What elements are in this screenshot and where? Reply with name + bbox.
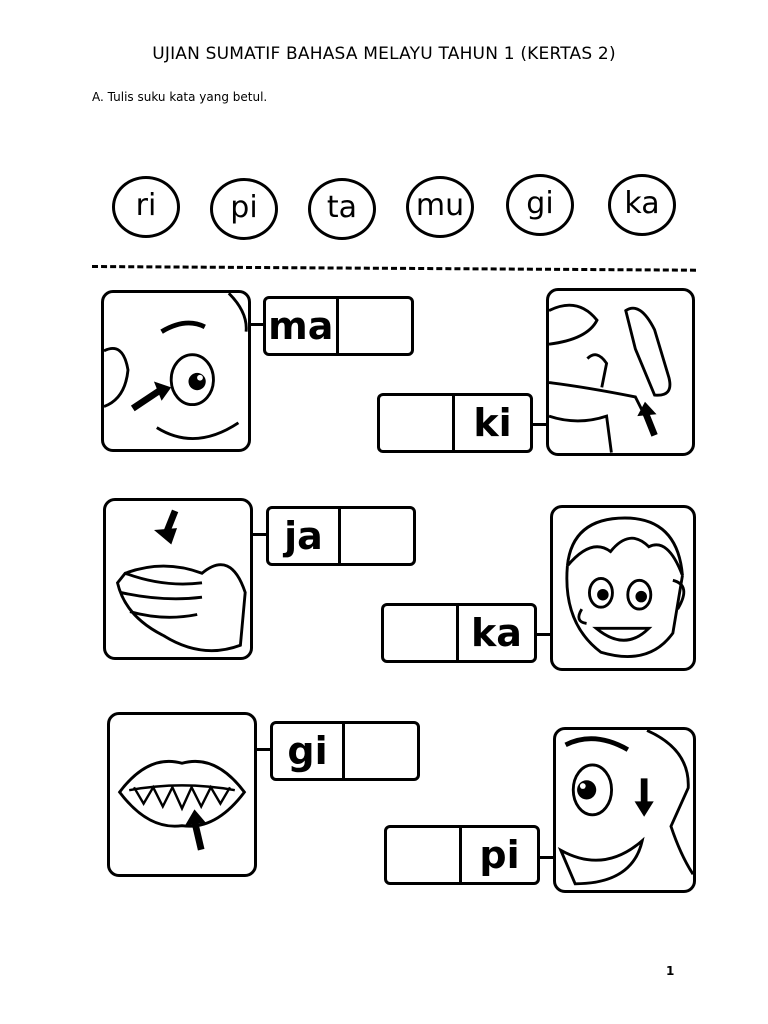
connector-line xyxy=(252,533,266,536)
syllable-bubble: ka xyxy=(608,174,676,236)
given-syllable: ma xyxy=(266,299,339,353)
cheek-icon xyxy=(553,727,696,893)
given-syllable: ja xyxy=(269,509,341,563)
answer-input[interactable] xyxy=(341,509,413,563)
eye-icon xyxy=(101,290,251,452)
connector-line xyxy=(532,423,546,426)
connector-line xyxy=(250,323,264,326)
answer-input[interactable] xyxy=(345,724,417,778)
given-syllable: pi xyxy=(479,833,520,877)
page-number: 1 xyxy=(666,964,675,978)
syllable-answer-box: ja xyxy=(266,506,416,566)
syllable-bubble: ta xyxy=(308,178,376,240)
syllable-answer-box: ka xyxy=(381,603,537,663)
instruction-text: A. Tulis suku kata yang betul. xyxy=(92,90,268,104)
page-title: UJIAN SUMATIF BAHASA MELAYU TAHUN 1 (KER… xyxy=(152,44,616,64)
connector-line xyxy=(539,856,553,859)
given-syllable: gi xyxy=(273,724,345,778)
syllable-answer-box: ki xyxy=(377,393,533,453)
connector-line xyxy=(256,748,270,751)
syllable-bubble: ri xyxy=(112,176,180,238)
connector-line xyxy=(536,633,550,636)
syllable-answer-box: gi xyxy=(270,721,420,781)
boy-face-icon xyxy=(550,505,696,671)
finger-icon xyxy=(103,498,253,660)
syllable-bubble: gi xyxy=(506,174,574,236)
given-syllable: ki xyxy=(473,401,512,445)
answer-input[interactable] xyxy=(380,396,455,450)
answer-input[interactable] xyxy=(387,828,462,882)
syllable-bubble: mu xyxy=(406,176,474,238)
answer-input[interactable] xyxy=(384,606,459,660)
foot-icon xyxy=(546,288,695,456)
answer-input[interactable] xyxy=(339,299,412,353)
given-syllable: ka xyxy=(471,611,522,655)
dashed-divider xyxy=(91,265,696,272)
syllable-answer-box: pi xyxy=(384,825,540,885)
syllable-answer-box: ma xyxy=(263,296,414,356)
teeth-icon xyxy=(107,712,257,877)
syllable-bubble: pi xyxy=(210,178,278,240)
